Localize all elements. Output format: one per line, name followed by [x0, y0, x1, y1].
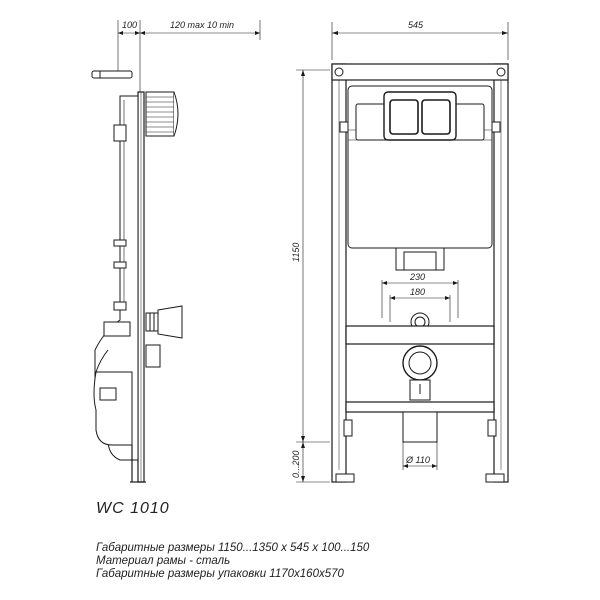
- spec-line: Габаритные размеры 1150...1350 х 545 х 1…: [96, 542, 370, 554]
- specs-block: Габаритные размеры 1150...1350 х 545 х 1…: [96, 542, 369, 581]
- dim-outlet-inner: 180: [410, 287, 425, 297]
- spec-line: Габаритные размеры упаковки 1170х160х570: [96, 568, 344, 580]
- model-title: WC 1010: [96, 500, 170, 517]
- spec-line: Материал рамы - сталь: [96, 555, 231, 567]
- dim-front-width: 545: [408, 20, 424, 30]
- dim-side-offset: 120 max 10 min: [170, 20, 234, 30]
- dim-outlet-outer: 230: [409, 272, 425, 282]
- dim-drain-diameter: Ø 110: [405, 455, 430, 465]
- side-view: [91, 20, 261, 483]
- dim-floor-offset: 0...200: [291, 450, 301, 478]
- dim-side-depth: 100: [122, 20, 137, 30]
- front-view: [296, 22, 509, 483]
- dim-height: 1150: [291, 243, 301, 262]
